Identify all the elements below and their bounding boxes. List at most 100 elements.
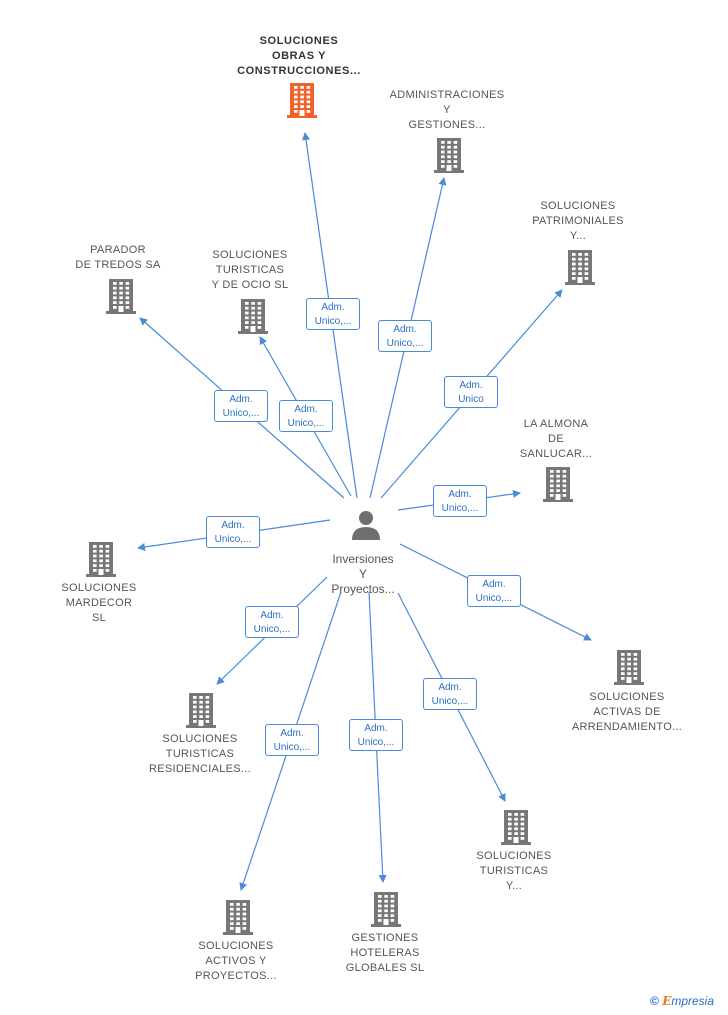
role-label-almona[interactable]: Adm. Unico,... — [433, 485, 487, 517]
company-label-patrimoniales[interactable]: SOLUCIONES PATRIMONIALES Y... — [503, 199, 653, 244]
company-label-turisticas-y[interactable]: SOLUCIONES TURISTICAS Y... — [439, 849, 589, 894]
text-line: Adm. — [321, 302, 345, 313]
text-line: Adm. — [448, 489, 472, 500]
text-line: Unico,... — [273, 742, 311, 753]
text-line: ACTIVAS DE — [593, 706, 661, 718]
text-line: Adm. — [364, 723, 388, 734]
text-line: Unico,... — [253, 624, 291, 635]
text-line: Y... — [505, 880, 523, 892]
text-line: Unico,... — [214, 534, 252, 545]
text-line: TURISTICAS — [215, 264, 285, 276]
text-line: Adm. — [221, 520, 245, 531]
role-label-hoteleras[interactable]: Adm. Unico,... — [349, 719, 403, 751]
text-line: Inversiones — [332, 552, 394, 566]
text-line: SOLUCIONES — [589, 691, 665, 703]
text-line: SOLUCIONES — [540, 200, 616, 212]
text-line: PATRIMONIALES — [532, 215, 624, 227]
building-icon[interactable] — [84, 541, 118, 577]
role-label-mardecor[interactable]: Adm. Unico,... — [206, 516, 260, 548]
text-line: OBRAS Y — [271, 50, 327, 62]
role-label-patrimoniales[interactable]: Adm. Unico — [444, 376, 498, 408]
empresia-watermark: © Empresia — [650, 994, 714, 1008]
building-icon[interactable] — [563, 249, 597, 285]
text-line: SOLUCIONES — [476, 850, 552, 862]
building-icon[interactable] — [369, 891, 403, 927]
building-icon[interactable] — [184, 692, 218, 728]
building-icon[interactable] — [236, 298, 270, 334]
text-line: ARRENDAMIENTO... — [571, 721, 683, 733]
building-icon[interactable] — [285, 82, 319, 118]
text-line: SOLUCIONES — [61, 582, 137, 594]
text-line: TURISTICAS — [479, 865, 549, 877]
text-line: DE — [548, 433, 564, 445]
text-line: Unico,... — [475, 593, 513, 604]
text-line: Unico,... — [386, 338, 424, 349]
text-line: SL — [91, 612, 107, 624]
role-label-administraciones[interactable]: Adm. Unico,... — [378, 320, 432, 352]
company-label-solu-obras[interactable]: SOLUCIONES OBRAS Y CONSTRUCCIONES... — [224, 34, 374, 79]
text-line: Y — [443, 104, 451, 116]
text-line: Y — [358, 567, 367, 581]
text-line: Adm. — [459, 380, 483, 391]
building-icon[interactable] — [541, 466, 575, 502]
text-line: Unico,... — [287, 418, 325, 429]
text-line: CONSTRUCCIONES... — [237, 65, 361, 77]
role-label-parador[interactable]: Adm. Unico,... — [214, 390, 268, 422]
text-line: Y... — [569, 230, 587, 242]
role-label-activos[interactable]: Adm. Unico,... — [265, 724, 319, 756]
text-line: ACTIVOS Y — [205, 955, 267, 967]
text-line: RESIDENCIALES... — [149, 763, 251, 775]
company-label-activos[interactable]: SOLUCIONES ACTIVOS Y PROYECTOS... — [161, 939, 311, 984]
text-line: Unico,... — [222, 408, 260, 419]
text-line: Adm. — [260, 610, 284, 621]
text-line: Y DE OCIO SL — [211, 279, 289, 291]
text-line: GESTIONES — [351, 932, 419, 944]
text-line: Adm. — [393, 324, 417, 335]
text-line: SOLUCIONES — [259, 35, 339, 47]
company-label-turisticas-ocio[interactable]: SOLUCIONES TURISTICAS Y DE OCIO SL — [175, 248, 325, 293]
text-line: GLOBALES SL — [345, 962, 425, 974]
role-label-solu-obras[interactable]: Adm. Unico,... — [306, 298, 360, 330]
text-line: HOTELERAS — [350, 947, 420, 959]
text-line: PROYECTOS... — [195, 970, 277, 982]
role-label-turisticas-ocio[interactable]: Adm. Unico,... — [279, 400, 333, 432]
text-line: Adm. — [229, 394, 253, 405]
text-line: GESTIONES... — [408, 119, 486, 131]
brand-initial: E — [662, 994, 672, 1008]
text-line: Unico,... — [357, 737, 395, 748]
person-icon[interactable] — [350, 509, 382, 541]
building-icon[interactable] — [499, 809, 533, 845]
text-line: SOLUCIONES — [212, 249, 288, 261]
building-icon[interactable] — [432, 137, 466, 173]
text-line: Unico,... — [431, 696, 469, 707]
text-line: LA ALMONA — [523, 418, 589, 430]
text-line: Unico — [458, 394, 484, 405]
building-icon[interactable] — [221, 899, 255, 935]
text-line: Proyectos... — [331, 582, 395, 596]
copyright-symbol: © — [650, 994, 659, 1008]
company-label-administraciones[interactable]: ADMINISTRACIONES Y GESTIONES... — [372, 88, 522, 133]
text-line: Adm. — [280, 728, 304, 739]
text-line: Unico,... — [441, 503, 479, 514]
text-line: Unico,... — [314, 316, 352, 327]
role-label-activas[interactable]: Adm. Unico,... — [467, 575, 521, 607]
company-label-activas[interactable]: SOLUCIONES ACTIVAS DE ARRENDAMIENTO... — [552, 690, 702, 735]
text-line: SOLUCIONES — [162, 733, 238, 745]
building-icon[interactable] — [104, 278, 138, 314]
building-icon[interactable] — [612, 649, 646, 685]
text-line: SOLUCIONES — [198, 940, 274, 952]
text-line: Adm. — [482, 579, 506, 590]
text-line: PARADOR — [90, 244, 146, 256]
role-label-residenciales[interactable]: Adm. Unico,... — [245, 606, 299, 638]
company-label-hoteleras[interactable]: GESTIONES HOTELERAS GLOBALES SL — [310, 931, 460, 976]
text-line: ADMINISTRACIONES — [389, 89, 505, 101]
text-line: Adm. — [294, 404, 318, 415]
role-label-turisticas-y[interactable]: Adm.Unico,... — [423, 678, 477, 710]
